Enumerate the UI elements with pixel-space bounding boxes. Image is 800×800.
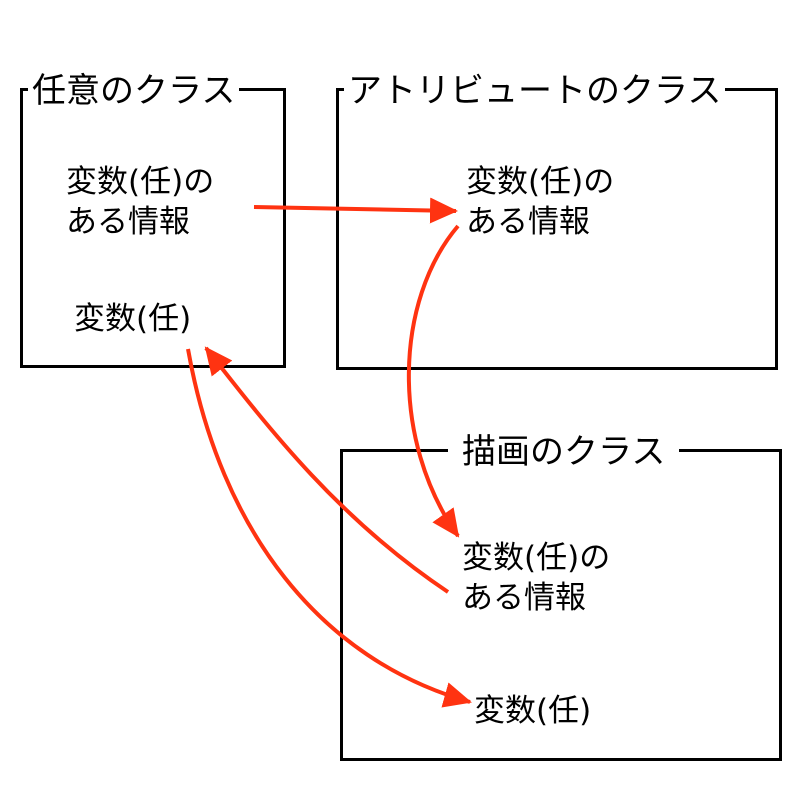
arrow-attribute-info-to-draw-info — [406, 224, 460, 538]
any-class-variable: 変数(任) — [74, 301, 192, 337]
arrow-any-info-to-attribute-info — [253, 197, 458, 224]
draw-class-info-line1: 変数(任)の — [462, 540, 611, 576]
attribute-class-title: アトリビュートのクラス — [344, 71, 726, 111]
any-class-info-line1: 変数(任)の — [66, 164, 215, 200]
any-class-title: 任意のクラス — [28, 71, 240, 111]
draw-class-info-line2: ある情報 — [462, 580, 586, 616]
arrow-any-variable-to-draw-variable — [186, 348, 472, 708]
draw-class-title: 描画のクラス — [448, 432, 680, 472]
attribute-class-info-line2: ある情報 — [466, 204, 590, 240]
attribute-class-info-line1: 変数(任)の — [466, 164, 615, 200]
any-class-info-line2: ある情報 — [66, 204, 190, 240]
draw-class-variable: 変数(任) — [474, 693, 592, 729]
arrow-draw-info-to-any-variable — [204, 346, 450, 594]
